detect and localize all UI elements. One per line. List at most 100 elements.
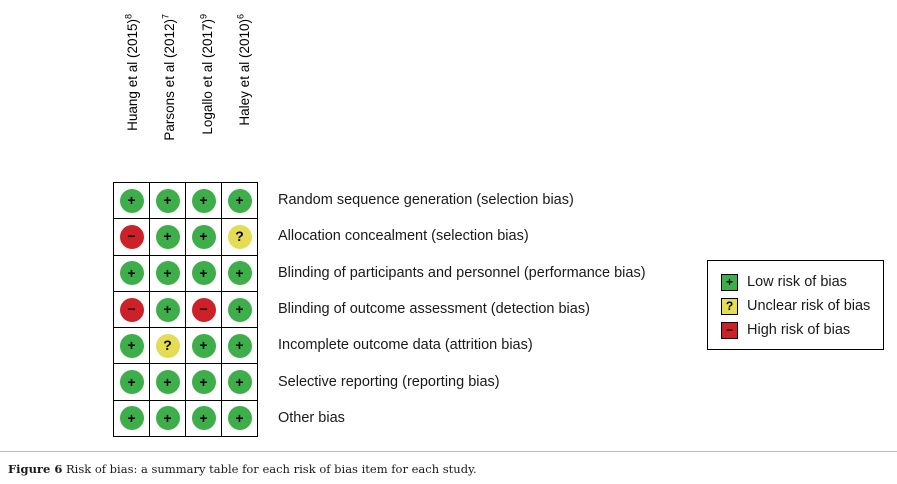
risk-symbol: +: [235, 373, 244, 390]
judgement-cell-r5-c3[interactable]: +: [186, 328, 222, 365]
row-label-6: Selective reporting (reporting bias): [278, 373, 500, 390]
risk-low-icon: +: [191, 406, 216, 431]
risk-symbol: −: [199, 301, 208, 318]
column-header-rotator: Haley et al (2010)6: [225, 12, 263, 180]
risk-symbol: +: [235, 409, 244, 426]
judgement-cell-r2-c2[interactable]: +: [150, 219, 186, 256]
row-label-4: Blinding of outcome assessment (detectio…: [278, 301, 590, 318]
risk-of-bias-grid: ++++−++?++++−+−++?++++++++++: [113, 182, 258, 438]
judgement-cell-r5-c2[interactable]: ?: [150, 328, 186, 365]
legend-symbol: −: [725, 322, 733, 337]
judgement-cell-r1-c4[interactable]: +: [222, 183, 258, 220]
risk-low-icon: +: [155, 370, 180, 395]
legend-symbol: ?: [725, 298, 734, 313]
risk-symbol: +: [163, 409, 172, 426]
risk-low-icon: +: [119, 261, 144, 286]
judgement-cell-r3-c3[interactable]: +: [186, 255, 222, 292]
risk-symbol: +: [235, 192, 244, 209]
risk-low-icon: +: [227, 297, 252, 322]
risk-low-icon: +: [227, 333, 252, 358]
caption-label: Figure 6: [8, 462, 63, 476]
row-label-2: Allocation concealment (selection bias): [278, 228, 529, 245]
column-header-3: Logallo et al (2017)9: [188, 14, 226, 182]
risk-symbol: +: [235, 301, 244, 318]
judgement-cell-r4-c1[interactable]: −: [114, 291, 150, 329]
judgement-cell-r5-c4[interactable]: +: [222, 328, 258, 365]
column-header-reference: 8: [123, 14, 133, 20]
risk-high-icon: −: [119, 297, 144, 322]
risk-low-icon: +: [155, 224, 180, 249]
legend-symbol: +: [725, 274, 733, 289]
row-label-7: Other bias: [278, 409, 345, 426]
column-header-label: Logallo et al (2017)9: [197, 14, 215, 135]
table-row: +?++: [114, 328, 258, 365]
column-header-4: Haley et al (2010)6: [225, 14, 263, 182]
legend-swatch-low-icon: +: [721, 273, 738, 291]
row-label-3: Blinding of participants and personnel (…: [278, 264, 646, 281]
legend-swatch-unclear-icon: ?: [721, 297, 738, 315]
judgement-cell-r3-c1[interactable]: +: [114, 255, 150, 292]
legend-item-unclear: ? Unclear risk of bias: [721, 294, 883, 318]
risk-symbol: +: [199, 337, 208, 354]
judgement-cell-r4-c3[interactable]: −: [186, 291, 222, 329]
judgement-cell-r7-c2[interactable]: +: [150, 400, 186, 438]
judgement-cell-r6-c2[interactable]: +: [150, 364, 186, 401]
table-row: + + + +: [114, 364, 258, 401]
column-header-reference: 6: [235, 14, 246, 20]
risk-low-icon: +: [227, 261, 252, 286]
table-row: + + + +: [114, 183, 258, 220]
risk-symbol: +: [163, 301, 172, 318]
risk-symbol: +: [127, 373, 136, 390]
judgement-cell-r7-c3[interactable]: +: [186, 400, 222, 438]
judgement-cell-r3-c2[interactable]: +: [150, 255, 186, 292]
row-labels: Random sequence generation (selection bi…: [278, 182, 646, 436]
risk-symbol: +: [199, 409, 208, 426]
column-header-rotator: Parsons et al (2012)7: [150, 12, 188, 180]
judgement-cell-r6-c4[interactable]: +: [222, 364, 258, 401]
column-header-reference: 9: [197, 14, 208, 20]
risk-symbol: +: [163, 192, 172, 209]
judgement-cell-r7-c4[interactable]: +: [222, 400, 258, 438]
risk-symbol: +: [199, 192, 208, 209]
judgement-cell-r6-c1[interactable]: +: [114, 364, 150, 401]
legend-item-high: −High risk of bias: [721, 318, 883, 342]
column-header-label: Huang et al (2015)8: [123, 14, 140, 131]
caption-text: Risk of bias: a summary table for each r…: [65, 462, 477, 476]
judgement-cell-r7-c1[interactable]: +: [114, 400, 150, 438]
legend-label: Unclear risk of bias: [747, 298, 871, 314]
table-row: ++++: [114, 255, 258, 292]
judgement-cell-r1-c2[interactable]: +: [150, 183, 186, 220]
risk-symbol: +: [163, 373, 172, 390]
risk-symbol: −: [127, 228, 136, 245]
legend-item-low: +Low risk of bias: [721, 270, 883, 294]
risk-symbol: +: [199, 228, 208, 245]
column-header-label: Parsons et al (2012)7: [160, 14, 177, 141]
judgement-cell-r2-c4[interactable]: ?: [222, 219, 258, 256]
risk-low-icon: +: [191, 370, 216, 395]
column-header-rotator: Huang et al (2015)8: [113, 12, 151, 180]
risk-low-icon: +: [227, 188, 252, 213]
row-label-1: Random sequence generation (selection bi…: [278, 192, 574, 209]
judgement-cell-r4-c4[interactable]: +: [222, 291, 258, 329]
risk-unclear-icon: ?: [227, 224, 252, 249]
column-header-label: Haley et al (2010)6: [235, 14, 252, 126]
judgement-cell-r1-c1[interactable]: +: [114, 183, 150, 220]
judgement-cell-r1-c3[interactable]: +: [186, 183, 222, 220]
risk-low-icon: +: [119, 333, 144, 358]
risk-symbol: +: [235, 337, 244, 354]
risk-low-icon: +: [227, 406, 252, 431]
risk-low-icon: +: [191, 188, 216, 213]
table-row: − + − +: [114, 291, 258, 329]
risk-low-icon: +: [191, 261, 216, 286]
judgement-cell-r6-c3[interactable]: +: [186, 364, 222, 401]
judgement-cell-r4-c2[interactable]: +: [150, 291, 186, 329]
risk-symbol: +: [235, 264, 244, 281]
risk-high-icon: −: [191, 297, 216, 322]
judgement-cell-r5-c1[interactable]: +: [114, 328, 150, 365]
risk-low-icon: +: [155, 188, 180, 213]
judgement-cell-r2-c3[interactable]: +: [186, 219, 222, 256]
judgement-cell-r3-c4[interactable]: +: [222, 255, 258, 292]
table-row: + + + +: [114, 400, 258, 438]
judgement-cell-r2-c1[interactable]: −: [114, 219, 150, 256]
risk-low-icon: +: [155, 406, 180, 431]
